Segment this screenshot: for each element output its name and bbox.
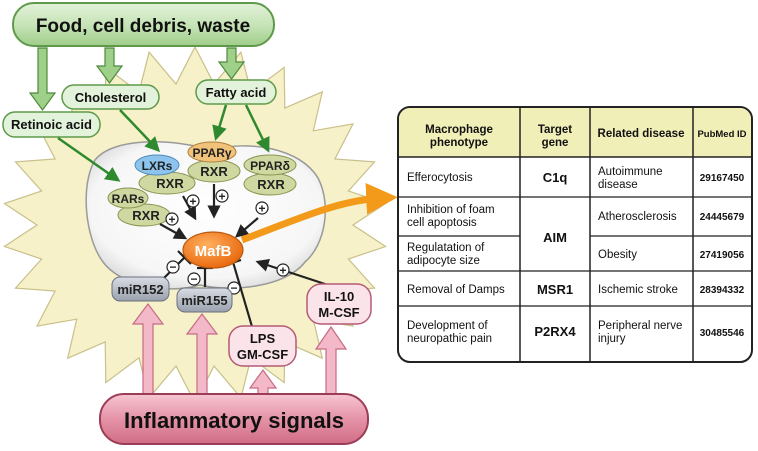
plus-sign-lxrs: + xyxy=(186,194,200,209)
lps-gmcsf-box: LPS GM-CSF xyxy=(228,325,297,367)
ppargamma-rxr-complex: RXR PPARγ xyxy=(187,141,241,183)
retinoic-acid-label: Retinoic acid xyxy=(11,117,92,132)
rars-rxr-label: RXR xyxy=(132,208,160,223)
cell-pmid: 24445679 xyxy=(700,212,745,223)
arrow-fattyacid-to-ppardelta xyxy=(244,104,270,153)
arrow-retinoic-to-rars xyxy=(57,136,121,182)
ppardelta-rxr-label: RXR xyxy=(257,177,285,192)
mafb-node xyxy=(182,231,244,269)
table-frame xyxy=(397,106,753,363)
cell-pmid: 28394332 xyxy=(700,285,745,296)
rars-rxr-complex: RXR RARs xyxy=(107,187,171,227)
mcsf-label: M-CSF xyxy=(318,305,359,320)
plus-sign-il10: + xyxy=(276,263,290,278)
pink-arrow-il10 xyxy=(314,325,348,396)
food-arrow-1 xyxy=(28,47,57,112)
cell-gene: MSR1 xyxy=(537,282,573,297)
svg-text:+: + xyxy=(218,190,225,204)
arrow-cholesterol-to-lxrs xyxy=(119,109,161,153)
mir155-box: miR155 xyxy=(176,287,233,313)
food-arrow-2 xyxy=(95,47,124,85)
mir155-label: miR155 xyxy=(181,293,227,308)
cell-pmid: 29167450 xyxy=(700,173,745,184)
inflammatory-label: Inflammatory signals xyxy=(124,408,344,433)
pink-arrow-mir155 xyxy=(185,313,219,396)
fatty-acid-label: Fatty acid xyxy=(206,85,267,100)
svg-text:−: − xyxy=(190,272,197,286)
arrow-il10-to-mafb xyxy=(255,259,329,287)
food-label: Food, cell debris, waste xyxy=(36,16,250,37)
cell-pmid: 30485546 xyxy=(700,328,745,339)
plus-sign-ppargamma: + xyxy=(215,189,229,204)
minus-sign-mir152: − xyxy=(166,260,180,274)
food-box xyxy=(12,2,275,47)
svg-text:+: + xyxy=(189,195,196,209)
arrow-mafb-to-table xyxy=(240,183,398,244)
svg-text:−: − xyxy=(169,260,176,274)
cell-disease: Ischemic stroke xyxy=(598,284,678,296)
svg-text:−: − xyxy=(230,281,237,295)
retinoic-acid-box xyxy=(2,111,101,138)
cell-phenotype: Efferocytosis xyxy=(407,172,473,184)
arrow-fattyacid-to-ppargamma xyxy=(212,104,228,141)
cell-pmid: 27419056 xyxy=(700,250,745,261)
cholesterol-label: Cholesterol xyxy=(75,90,147,105)
cell-gene-aim: AIM xyxy=(543,230,567,245)
arrow-ppardelta-to-mafb xyxy=(234,217,259,238)
svg-text:+: + xyxy=(258,202,265,216)
food-arrow-3 xyxy=(217,47,246,81)
cell-gene: C1q xyxy=(543,170,568,185)
header-pubmed-id: PubMed ID xyxy=(697,129,746,140)
inflammatory-box xyxy=(99,393,369,445)
plus-sign-rars: + xyxy=(165,212,179,227)
svg-text:+: + xyxy=(279,264,286,278)
pink-arrow-mir152 xyxy=(131,303,165,396)
lps-label: LPS xyxy=(250,331,276,346)
mir152-box: miR152 xyxy=(111,276,170,302)
fatty-acid-box xyxy=(195,79,277,105)
cell-disease: Obesity xyxy=(598,249,637,261)
cholesterol-box xyxy=(61,84,160,110)
cell-gene: P2RX4 xyxy=(534,324,576,339)
lxrs-label: LXRs xyxy=(142,159,173,173)
header-related-disease: Related disease xyxy=(598,128,685,140)
arrow-rars-to-mafb xyxy=(159,223,188,240)
gmcsf-label: GM-CSF xyxy=(237,347,288,362)
il10-mcsf-box: IL-10 M-CSF xyxy=(306,283,372,325)
plus-sign-ppardelta: + xyxy=(255,201,269,216)
ppardelta-rxr-complex: RXR PPARδ xyxy=(243,154,297,196)
ppardelta-label: PPARδ xyxy=(250,159,290,173)
svg-text:+: + xyxy=(168,213,175,227)
mafb-label: MafB xyxy=(195,243,232,260)
lxrs-rxr-complex: RXR LXRs xyxy=(134,154,196,195)
minus-sign-mir155: − xyxy=(187,272,201,286)
cell-phenotype: Removal of Damps xyxy=(407,284,505,296)
rars-label: RARs xyxy=(112,192,145,206)
ppargamma-rxr-label: RXR xyxy=(200,164,228,179)
minus-sign-lps: − xyxy=(227,281,241,295)
arrow-lxrs-to-mafb xyxy=(182,195,197,221)
mir152-label: miR152 xyxy=(117,282,163,297)
ppargamma-label: PPARγ xyxy=(192,146,231,160)
il10-label: IL-10 xyxy=(324,289,354,304)
lxrs-rxr-rxr-label: RXR xyxy=(156,176,184,191)
cell-disease: Atherosclerosis xyxy=(598,211,677,223)
